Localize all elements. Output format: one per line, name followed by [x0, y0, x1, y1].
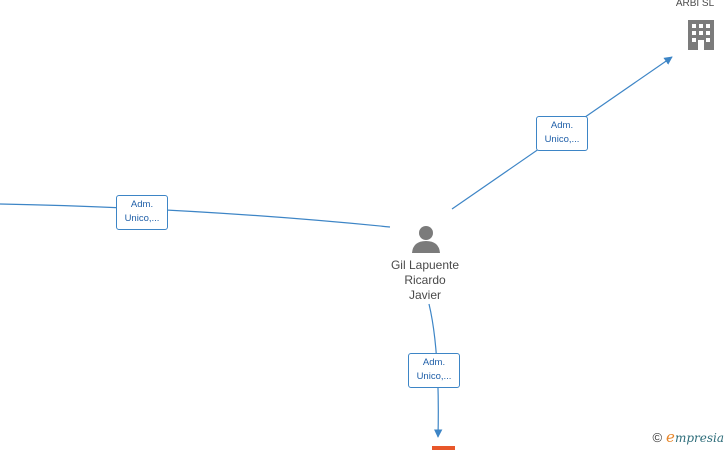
copyright-symbol: © — [652, 429, 663, 445]
edge-label-bottom[interactable]: Adm. Unico,... — [408, 353, 460, 388]
edge-label-line: Adm. — [422, 357, 446, 368]
building-icon[interactable] — [688, 20, 714, 50]
brand-initial: e — [666, 428, 675, 446]
person-name-line: Gil Lapuente — [390, 258, 460, 272]
brand-logo: empresia — [666, 428, 724, 446]
edge-label-line: Unico,... — [416, 371, 452, 382]
watermark: © empresia — [652, 428, 724, 446]
brand-rest: mpresia — [674, 431, 724, 445]
edge-label-line: Adm. — [130, 199, 154, 210]
edge-line-left[interactable] — [0, 203, 391, 228]
edge-label-line: Adm. — [550, 120, 574, 131]
edge-label-left[interactable]: Adm. Unico,... — [116, 195, 168, 230]
person-name-line: Ricardo — [404, 273, 446, 287]
edge-label-line: Unico,... — [124, 213, 160, 224]
person-name-line: Javier — [408, 288, 441, 302]
company-label-top[interactable]: ARBI SL — [675, 0, 715, 9]
edge-label-top[interactable]: Adm. Unico,... — [536, 116, 588, 151]
person-name-label[interactable]: Gil Lapuente Ricardo Javier — [370, 258, 480, 303]
person-icon[interactable] — [412, 226, 440, 253]
edge-label-line: Unico,... — [544, 134, 580, 145]
building-icon[interactable] — [432, 446, 455, 450]
